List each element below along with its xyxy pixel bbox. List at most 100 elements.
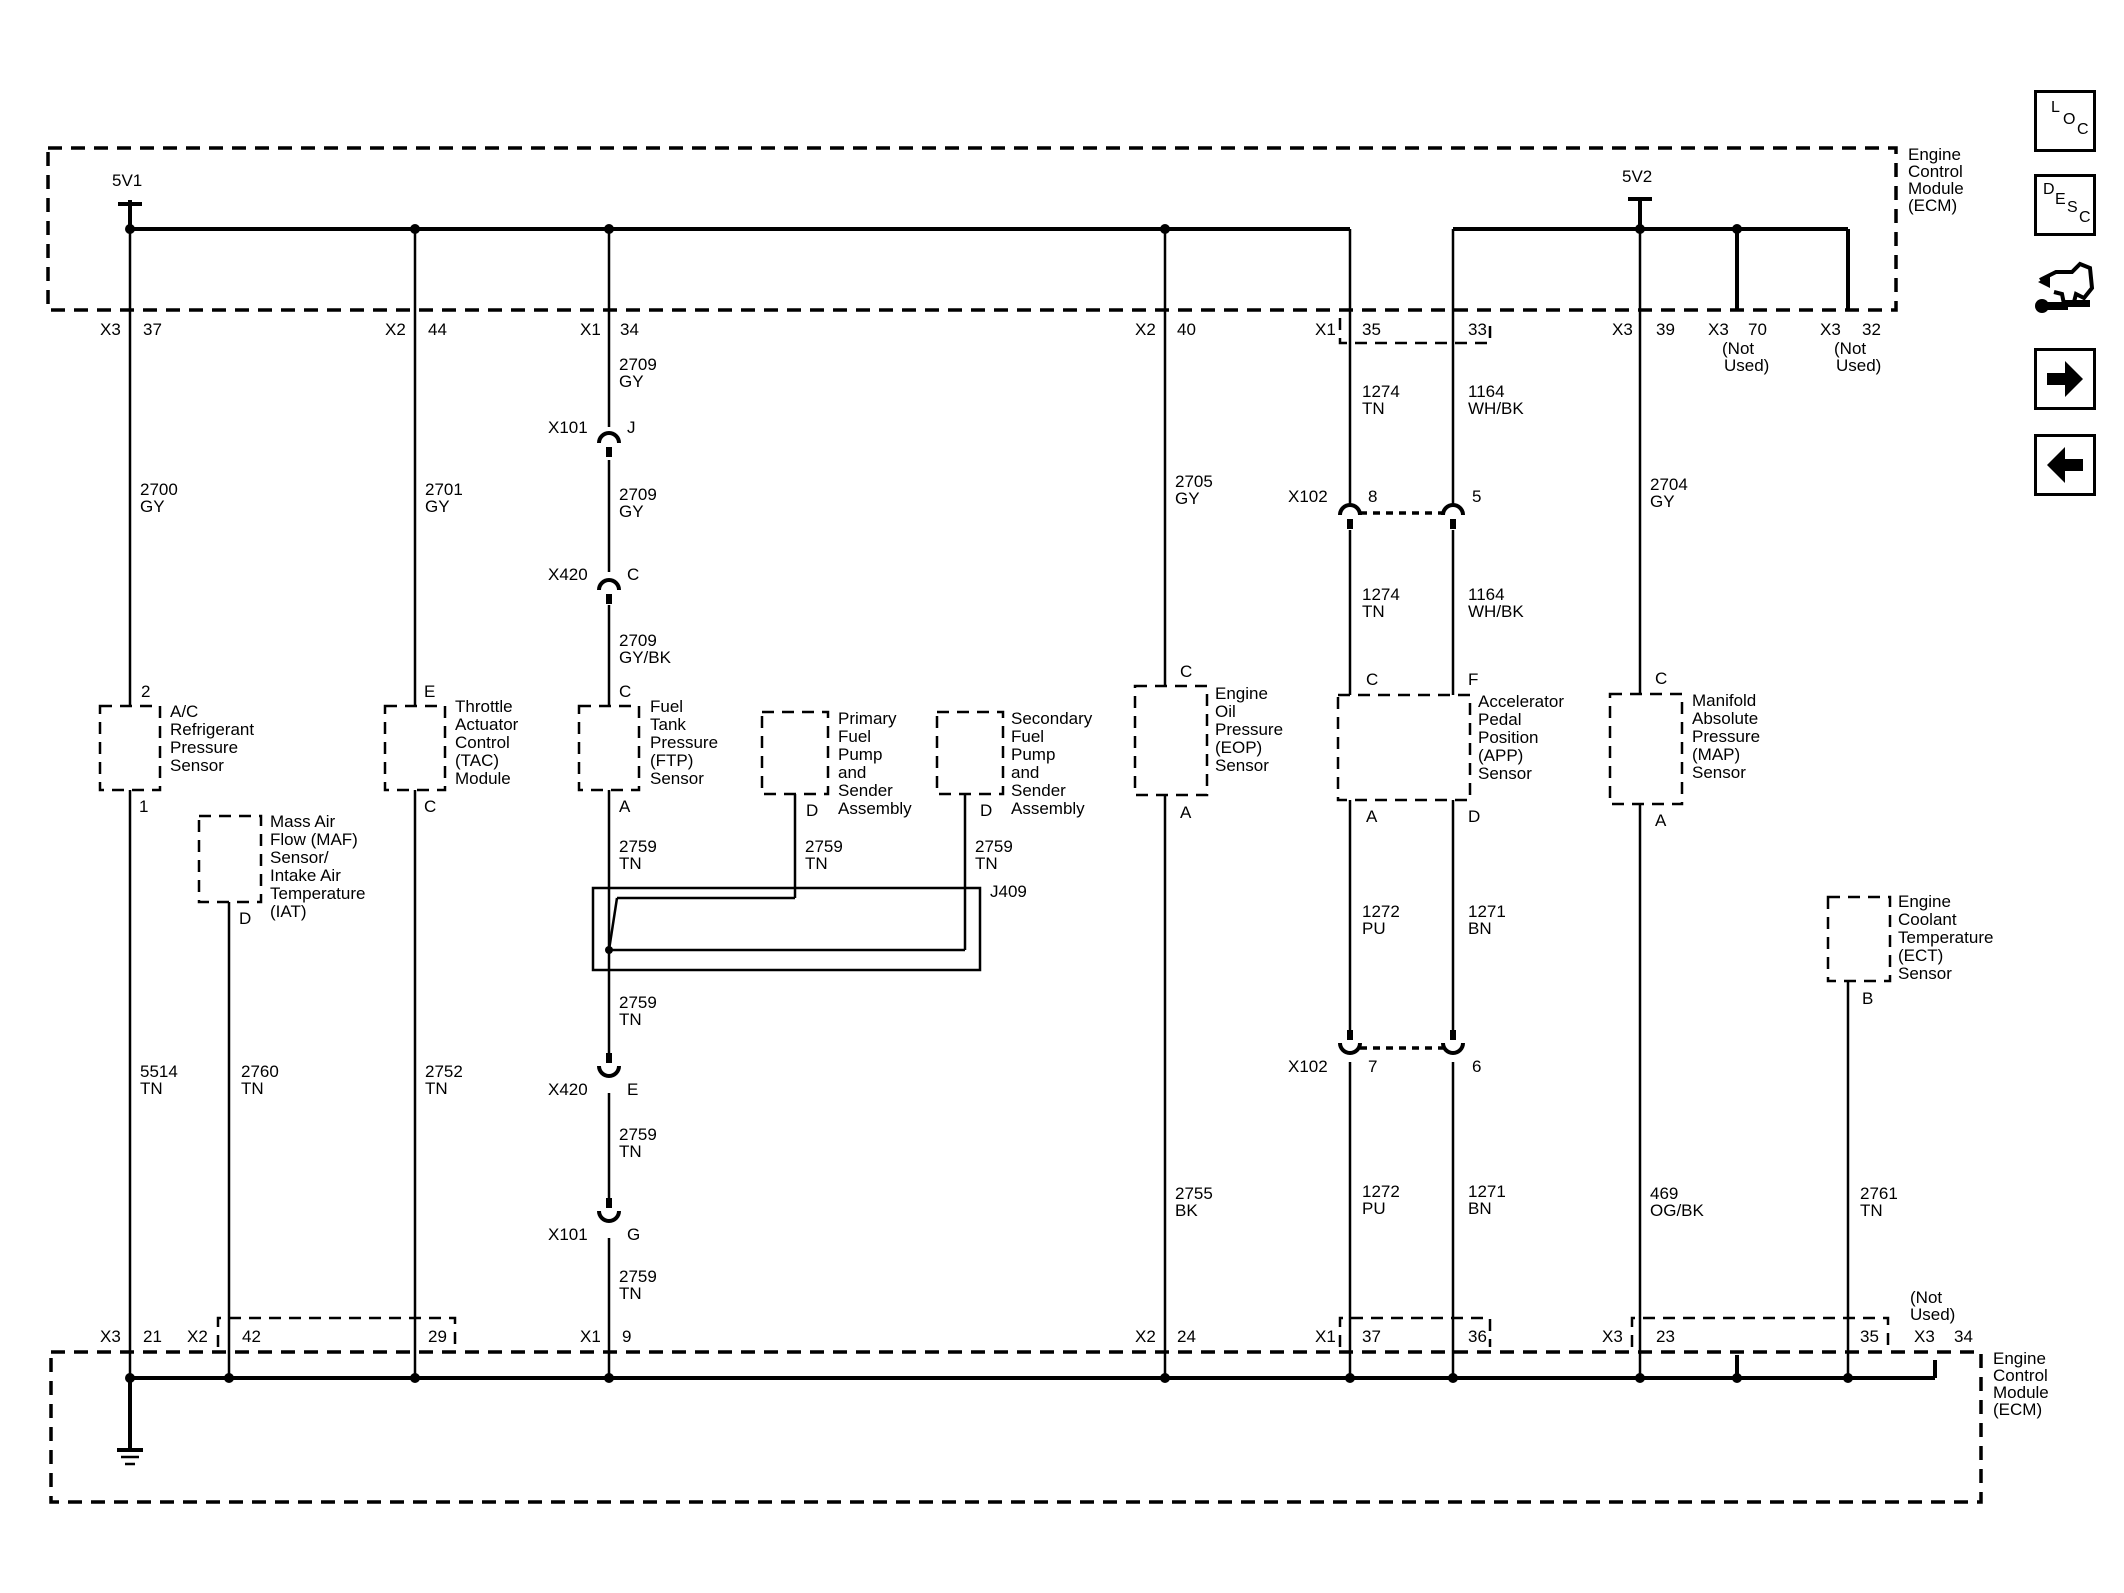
svg-text:X3: X3 bbox=[100, 320, 121, 339]
svg-text:Engine: Engine bbox=[1215, 684, 1268, 703]
svg-text:Control: Control bbox=[455, 733, 510, 752]
svg-text:Refrigerant: Refrigerant bbox=[170, 720, 254, 739]
svg-text:X2: X2 bbox=[187, 1327, 208, 1346]
svg-text:Pump: Pump bbox=[838, 745, 882, 764]
svg-text:2755: 2755 bbox=[1175, 1184, 1213, 1203]
svg-text:Engine: Engine bbox=[1908, 145, 1961, 164]
svg-text:29: 29 bbox=[428, 1327, 447, 1346]
svg-text:Mass Air: Mass Air bbox=[270, 812, 336, 831]
svg-text:(ECM): (ECM) bbox=[1993, 1400, 2042, 1419]
svg-text:Pressure: Pressure bbox=[170, 738, 238, 757]
svg-text:B: B bbox=[1862, 989, 1873, 1008]
svg-text:A: A bbox=[619, 797, 631, 816]
svg-text:TN: TN bbox=[1860, 1201, 1883, 1220]
svg-text:BN: BN bbox=[1468, 1199, 1492, 1218]
svg-text:(IAT): (IAT) bbox=[270, 902, 307, 921]
svg-text:2760: 2760 bbox=[241, 1062, 279, 1081]
svg-text:1164: 1164 bbox=[1468, 585, 1505, 604]
svg-text:Pedal: Pedal bbox=[1478, 710, 1521, 729]
svg-text:(TAC): (TAC) bbox=[455, 751, 499, 770]
svg-text:Pump: Pump bbox=[1011, 745, 1055, 764]
svg-text:1272: 1272 bbox=[1362, 1182, 1400, 1201]
svg-text:GY: GY bbox=[425, 497, 450, 516]
svg-text:F: F bbox=[1468, 670, 1478, 689]
next-page-button[interactable] bbox=[2034, 348, 2096, 410]
svg-text:WH/BK: WH/BK bbox=[1468, 399, 1524, 418]
svg-text:2709: 2709 bbox=[619, 631, 657, 650]
svg-text:2700: 2700 bbox=[140, 480, 178, 499]
svg-text:A: A bbox=[1366, 807, 1378, 826]
power-label-5v1: 5V1 bbox=[112, 171, 142, 190]
ecm-bottom-label: Engine Control Module (ECM) bbox=[1993, 1349, 2049, 1419]
svg-text:TN: TN bbox=[805, 854, 828, 873]
svg-text:Used): Used) bbox=[1836, 356, 1881, 375]
previous-page-button[interactable] bbox=[2034, 434, 2096, 496]
svg-text:TN: TN bbox=[619, 1142, 642, 1161]
ecm-bottom-outline bbox=[49, 1350, 1983, 1504]
svg-text:Throttle: Throttle bbox=[455, 697, 513, 716]
svg-text:32: 32 bbox=[1862, 320, 1881, 339]
svg-text:and: and bbox=[1011, 763, 1039, 782]
power-label-5v2: 5V2 bbox=[1622, 167, 1652, 186]
splice-label: J409 bbox=[990, 882, 1027, 901]
svg-text:Flow (MAF): Flow (MAF) bbox=[270, 830, 358, 849]
svg-text:1271: 1271 bbox=[1468, 1182, 1506, 1201]
svg-text:TN: TN bbox=[1362, 399, 1385, 418]
svg-text:1274: 1274 bbox=[1362, 382, 1400, 401]
svg-text:9: 9 bbox=[622, 1327, 631, 1346]
svg-text:1272: 1272 bbox=[1362, 902, 1400, 921]
description-button[interactable]: D E S C bbox=[2034, 174, 2096, 236]
svg-text:24: 24 bbox=[1177, 1327, 1196, 1346]
svg-text:2: 2 bbox=[141, 682, 150, 701]
svg-text:Temperature: Temperature bbox=[1898, 928, 1993, 947]
svg-text:X102: X102 bbox=[1288, 1057, 1328, 1076]
svg-text:GY: GY bbox=[1175, 489, 1200, 508]
svg-text:2759: 2759 bbox=[619, 837, 657, 856]
ecm-top-outline bbox=[46, 146, 1898, 312]
svg-text:1271: 1271 bbox=[1468, 902, 1506, 921]
svg-text:Control: Control bbox=[1993, 1366, 2048, 1385]
svg-text:X2: X2 bbox=[1135, 320, 1156, 339]
svg-text:and: and bbox=[838, 763, 866, 782]
svg-text:2759: 2759 bbox=[619, 1125, 657, 1144]
svg-text:2759: 2759 bbox=[975, 837, 1013, 856]
svg-text:X1: X1 bbox=[1315, 320, 1336, 339]
svg-text:C: C bbox=[1180, 662, 1192, 681]
svg-text:TN: TN bbox=[975, 854, 998, 873]
svg-text:Fuel: Fuel bbox=[838, 727, 871, 746]
svg-text:1: 1 bbox=[139, 797, 148, 816]
svg-text:Fuel: Fuel bbox=[650, 697, 683, 716]
svg-text:Sensor: Sensor bbox=[170, 756, 224, 775]
svg-text:Manifold: Manifold bbox=[1692, 691, 1756, 710]
svg-text:(FTP): (FTP) bbox=[650, 751, 693, 770]
svg-text:33: 33 bbox=[1468, 320, 1487, 339]
svg-text:7: 7 bbox=[1368, 1057, 1377, 1076]
svg-text:Control: Control bbox=[1908, 162, 1963, 181]
svg-text:X3: X3 bbox=[100, 1327, 121, 1346]
arrow-right-icon bbox=[2047, 361, 2083, 397]
svg-text:37: 37 bbox=[1362, 1327, 1381, 1346]
connector-tool-icon[interactable] bbox=[2034, 258, 2096, 328]
svg-text:40: 40 bbox=[1177, 320, 1196, 339]
svg-text:C: C bbox=[627, 565, 639, 584]
svg-text:BK: BK bbox=[1175, 1201, 1198, 1220]
svg-text:1164: 1164 bbox=[1468, 382, 1505, 401]
location-button[interactable]: L O C bbox=[2034, 90, 2096, 152]
svg-text:GY: GY bbox=[1650, 492, 1675, 511]
svg-text:2709: 2709 bbox=[619, 485, 657, 504]
svg-text:36: 36 bbox=[1468, 1327, 1487, 1346]
svg-text:39: 39 bbox=[1656, 320, 1675, 339]
svg-text:OG/BK: OG/BK bbox=[1650, 1201, 1705, 1220]
svg-text:Oil: Oil bbox=[1215, 702, 1236, 721]
svg-text:2701: 2701 bbox=[425, 480, 463, 499]
svg-text:X2: X2 bbox=[385, 320, 406, 339]
svg-text:34: 34 bbox=[1954, 1327, 1973, 1346]
svg-text:G: G bbox=[627, 1225, 640, 1244]
